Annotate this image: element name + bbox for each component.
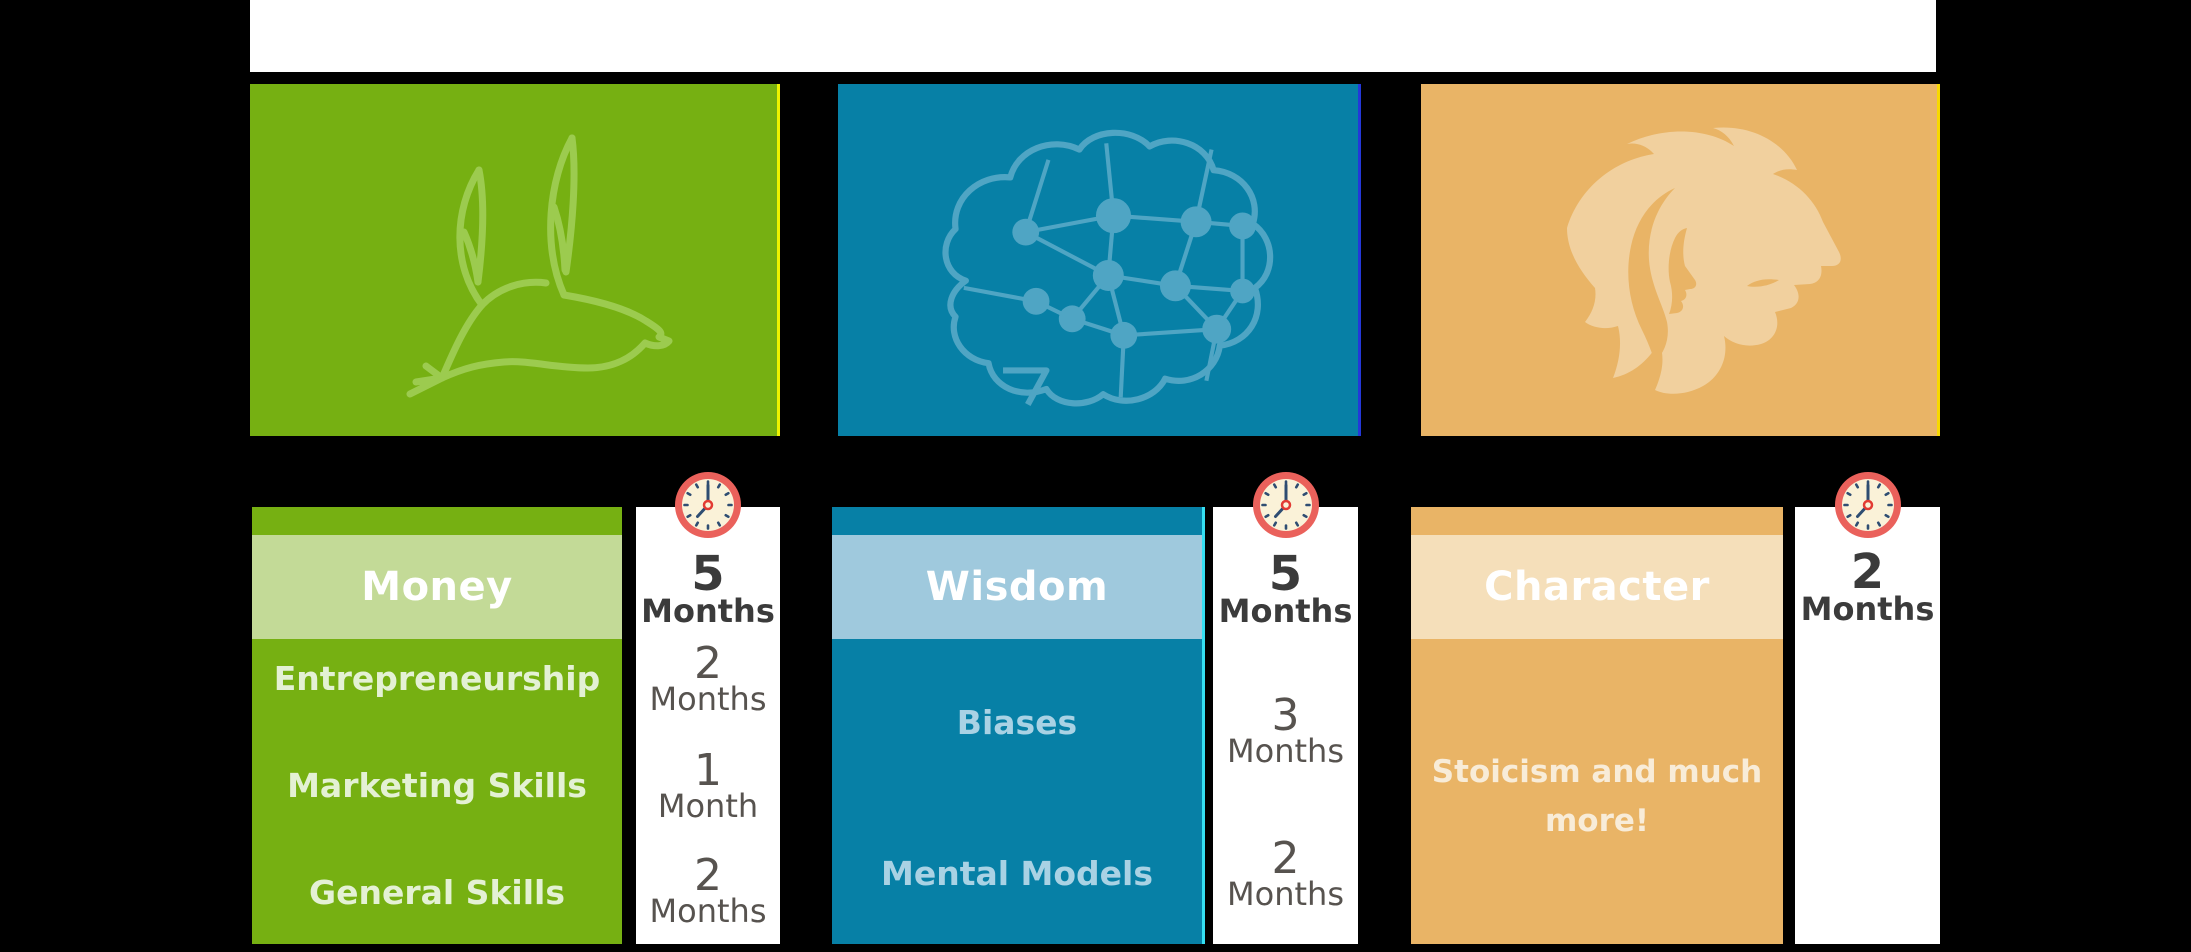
money-duration-entry: 1 Month bbox=[636, 745, 780, 826]
duration-unit: Months bbox=[1800, 590, 1935, 629]
duration-unit: Months bbox=[649, 680, 767, 719]
wisdom-item-mental-models: Mental Models bbox=[880, 854, 1154, 893]
wisdom-duration-entry: 2 Months bbox=[1213, 833, 1358, 914]
brain-icon bbox=[942, 129, 1274, 407]
duration-unit: Months bbox=[1227, 732, 1344, 771]
money-duration-entry: 2 Months bbox=[636, 850, 780, 931]
duration-value: 2 bbox=[1850, 544, 1885, 600]
clock-icon bbox=[1251, 470, 1320, 540]
character-timeline-column: 2 Months bbox=[1795, 470, 1940, 944]
money-duration-entry: 2 Months bbox=[636, 638, 780, 719]
duration-value: 2 bbox=[1271, 833, 1300, 884]
top-banner bbox=[250, 0, 1936, 72]
wisdom-duration-entry: 3 Months bbox=[1213, 690, 1358, 771]
character-item-stoicism: Stoicism and much more! bbox=[1431, 754, 1763, 839]
character-icon-panel bbox=[1421, 84, 1940, 436]
duration-unit: Month bbox=[657, 787, 759, 826]
money-total-duration: 5 Months bbox=[636, 546, 780, 631]
wisdom-item-biases: Biases bbox=[956, 703, 1078, 742]
character-total-duration: 2 Months bbox=[1795, 544, 1940, 629]
money-item-marketing-skills: Marketing Skills bbox=[287, 766, 587, 805]
money-item-general-skills: General Skills bbox=[309, 873, 565, 912]
wisdom-icon-panel bbox=[838, 84, 1361, 436]
money-timeline-column: 5 Months 2 Months 1 Month 2 Months bbox=[636, 470, 780, 944]
duration-unit: Months bbox=[1218, 592, 1353, 631]
money-item-entrepreneurship: Entrepreneurship bbox=[273, 659, 601, 698]
character-panel: Character Stoicism and much more! bbox=[1411, 507, 1783, 944]
clock-icon bbox=[1833, 470, 1902, 540]
wisdom-title: Wisdom bbox=[925, 564, 1109, 610]
dove-icon bbox=[406, 134, 672, 398]
lion-icon bbox=[1567, 127, 1841, 394]
wisdom-panel: Wisdom Biases Mental Models bbox=[832, 507, 1205, 944]
money-icon-panel bbox=[250, 84, 780, 436]
duration-value: 1 bbox=[694, 745, 722, 796]
money-title: Money bbox=[361, 564, 513, 610]
character-header-band: Character bbox=[1411, 535, 1783, 639]
duration-value: 5 bbox=[1268, 546, 1303, 602]
money-panel: Money Entrepreneurship Marketing Skills … bbox=[252, 507, 622, 944]
wisdom-header-band: Wisdom bbox=[832, 535, 1202, 639]
duration-unit: Months bbox=[1227, 875, 1344, 914]
wisdom-timeline-column: 5 Months 3 Months 2 Months bbox=[1213, 470, 1358, 944]
duration-value: 2 bbox=[694, 850, 722, 901]
duration-unit: Months bbox=[649, 892, 767, 931]
money-header-band: Money bbox=[252, 535, 622, 639]
clock-icon bbox=[673, 470, 743, 540]
duration-value: 2 bbox=[694, 638, 722, 689]
duration-value: 3 bbox=[1271, 690, 1300, 741]
character-title: Character bbox=[1484, 564, 1710, 610]
duration-value: 5 bbox=[691, 546, 725, 602]
duration-unit: Months bbox=[641, 592, 775, 631]
wisdom-total-duration: 5 Months bbox=[1213, 546, 1358, 631]
